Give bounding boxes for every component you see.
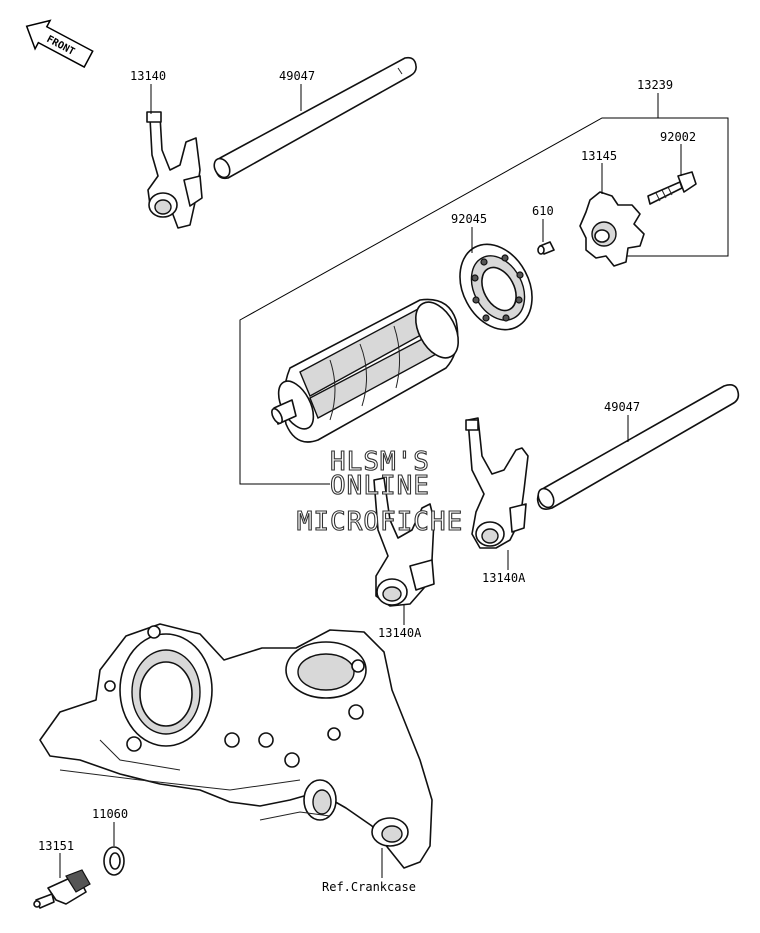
label-13140A-right: 13140A bbox=[482, 571, 526, 585]
bolt-92002 bbox=[647, 171, 697, 205]
label-49047-right: 49047 bbox=[604, 400, 640, 414]
label-92045: 92045 bbox=[451, 212, 487, 226]
label-92002: 92002 bbox=[660, 130, 696, 144]
label-ref-crankcase: Ref.Crankcase bbox=[322, 880, 416, 894]
label-11060: 11060 bbox=[92, 807, 128, 821]
shift-drum bbox=[271, 298, 460, 443]
shift-rod-49047-right bbox=[536, 384, 740, 510]
watermark-line-1: HLSM'S bbox=[330, 447, 430, 477]
watermark: HLSM'S ONLINE MICROFICHE bbox=[296, 446, 464, 537]
label-49047-top: 49047 bbox=[279, 69, 315, 83]
leader-lines bbox=[59, 84, 682, 878]
front-arrow-icon: FRONT bbox=[25, 19, 94, 69]
label-13145: 13145 bbox=[581, 149, 617, 163]
shift-fork-13140 bbox=[146, 111, 203, 229]
switch-13151 bbox=[33, 869, 91, 909]
callout-bracket-13239 bbox=[239, 93, 729, 485]
dowel-pin-610 bbox=[537, 241, 555, 255]
label-13140-top: 13140 bbox=[130, 69, 166, 83]
shift-fork-13140A-right bbox=[465, 417, 529, 549]
washer-11060 bbox=[103, 846, 125, 876]
label-13239: 13239 bbox=[637, 78, 673, 92]
watermark-line-2: ONLINE bbox=[330, 471, 430, 501]
shift-rod-49047-top bbox=[213, 56, 417, 180]
watermark-line-3: MICROFICHE bbox=[297, 507, 464, 537]
crankcase bbox=[39, 623, 433, 869]
bearing-92045 bbox=[459, 243, 533, 331]
label-13151: 13151 bbox=[38, 839, 74, 853]
label-610: 610 bbox=[532, 204, 554, 218]
shift-drum-cam-13145 bbox=[579, 191, 645, 267]
label-13140A-middle: 13140A bbox=[378, 626, 422, 640]
shift-fork-13140A-middle bbox=[373, 477, 435, 607]
